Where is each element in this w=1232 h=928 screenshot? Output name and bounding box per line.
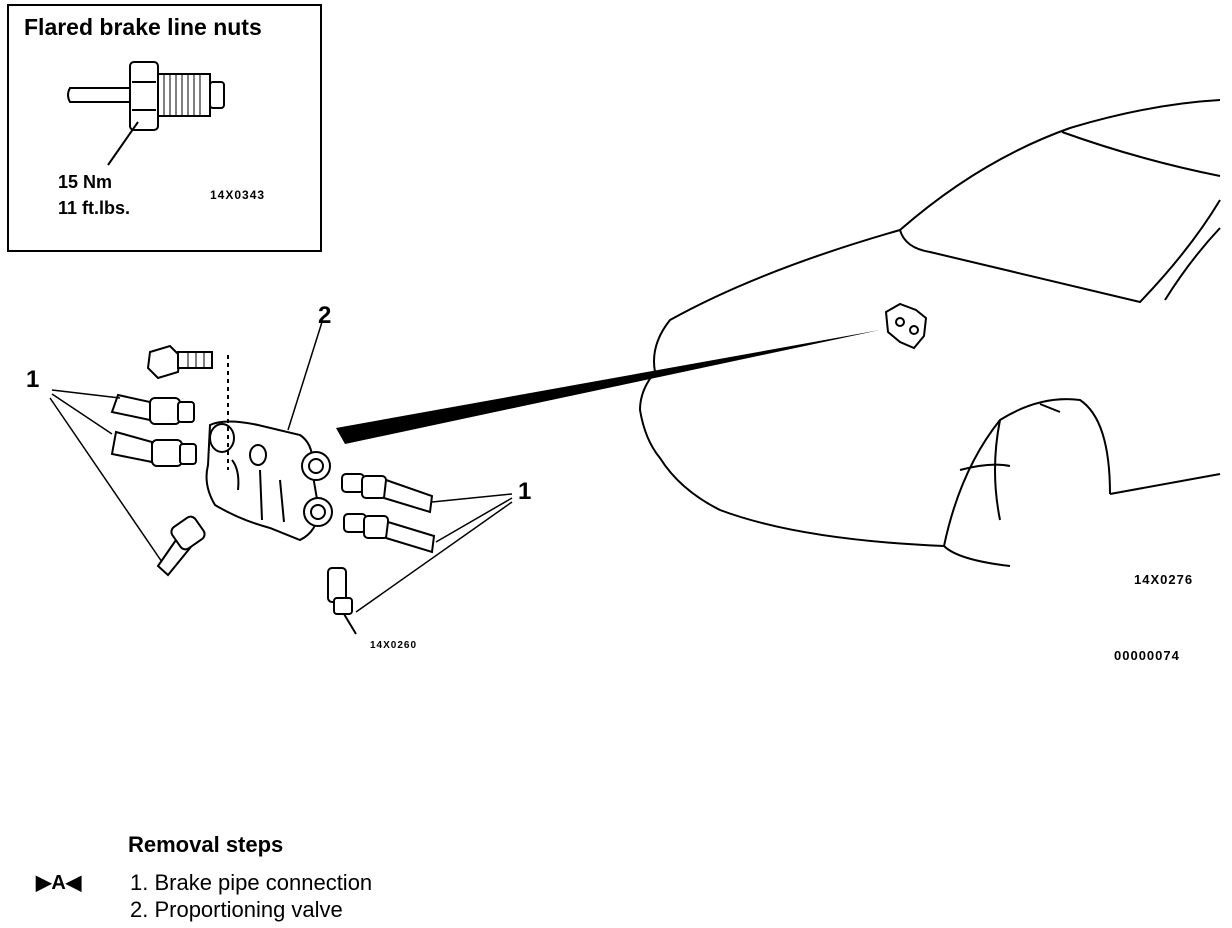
flare-nut-illustration — [67, 61, 225, 166]
inset-frame — [7, 4, 322, 252]
service-marker-a: ▶A◀ — [36, 872, 82, 894]
valve-code: 14X0260 — [370, 640, 418, 651]
removal-step-2: 2. Proportioning valve — [130, 897, 343, 922]
car-outline — [638, 99, 1221, 567]
torque-ftlbs: 11 ft.lbs. — [58, 198, 131, 218]
left-flare-fittings — [110, 393, 206, 577]
mounting-bolt — [146, 344, 213, 380]
location-pointer — [336, 330, 880, 444]
torque-nm: 15 Nm — [58, 172, 113, 192]
callout-top-2: 2 — [318, 302, 332, 329]
callout-leaders — [49, 321, 513, 613]
removal-steps-title: Removal steps — [128, 832, 284, 857]
car-code: 14X0276 — [1134, 572, 1194, 587]
callout-left-1: 1 — [26, 366, 40, 393]
car-valve-location — [884, 302, 928, 350]
inset-code: 14X0343 — [210, 188, 266, 202]
removal-step-1: 1. Brake pipe connection — [130, 870, 373, 895]
document-code: 00000074 — [1114, 648, 1180, 663]
callout-right-1: 1 — [518, 478, 532, 505]
inset-title: Flared brake line nuts — [24, 14, 262, 40]
proportioning-valve-illustration — [205, 355, 333, 542]
right-flare-fittings — [327, 473, 436, 635]
